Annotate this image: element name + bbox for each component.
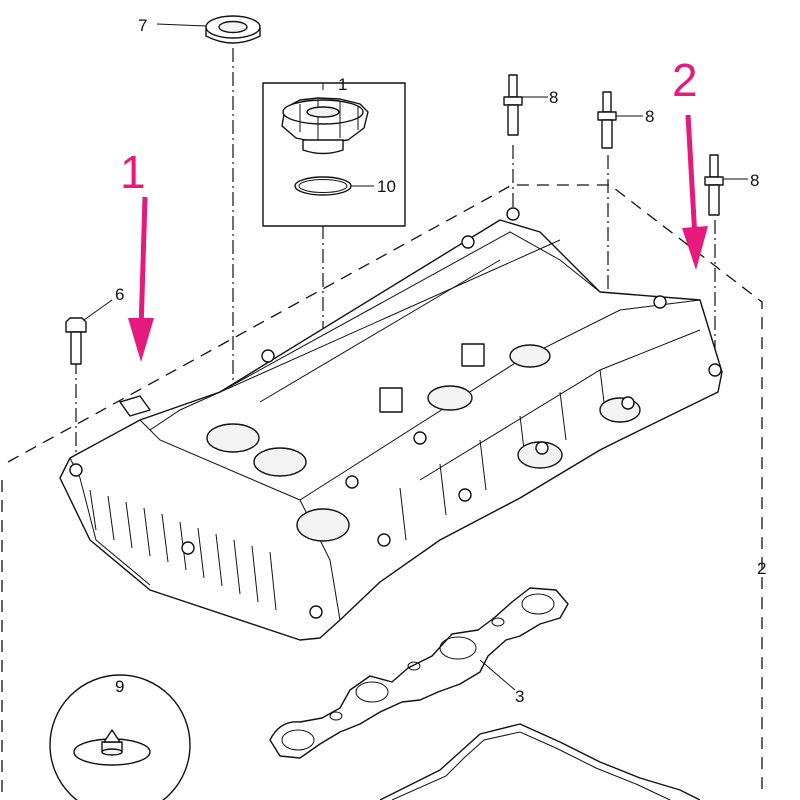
- lower-gasket-edge: [379, 723, 701, 800]
- callout-10: 10: [377, 177, 396, 196]
- arrow-1-label: 1: [120, 146, 146, 198]
- callout-8a: 8: [549, 88, 558, 107]
- grommet-icon: [205, 15, 261, 44]
- stud-bolt-icon: [597, 91, 617, 149]
- callout-1: 1: [338, 75, 347, 94]
- clip-icon: [73, 729, 151, 766]
- annotation-arrow-2: 2: [672, 54, 708, 270]
- callout-3: 3: [515, 687, 524, 706]
- clip-detail: [49, 674, 191, 800]
- callout-8c: 8: [750, 171, 759, 190]
- oil-filler-cap-icon: [281, 97, 369, 155]
- leader-7: [156, 23, 207, 27]
- callout-7: 7: [138, 16, 147, 35]
- stud-bolt-icon: [503, 74, 523, 136]
- callout-8b: 8: [645, 107, 654, 126]
- callout-9: 9: [115, 677, 124, 696]
- bolt-icon: [65, 317, 87, 365]
- oil-filler-cap-kit: [262, 82, 406, 227]
- callout-2: 2: [757, 559, 766, 578]
- gasket-icon: [269, 587, 569, 759]
- callout-6: 6: [115, 285, 124, 304]
- o-ring-seal-icon: [294, 176, 352, 196]
- valve-cover-icon: [59, 207, 723, 641]
- mounting-outline: [1, 184, 763, 800]
- annotation-arrow-1: 1: [120, 146, 154, 362]
- arrow-2-label: 2: [672, 54, 698, 106]
- stud-bolt-icon: [704, 154, 724, 216]
